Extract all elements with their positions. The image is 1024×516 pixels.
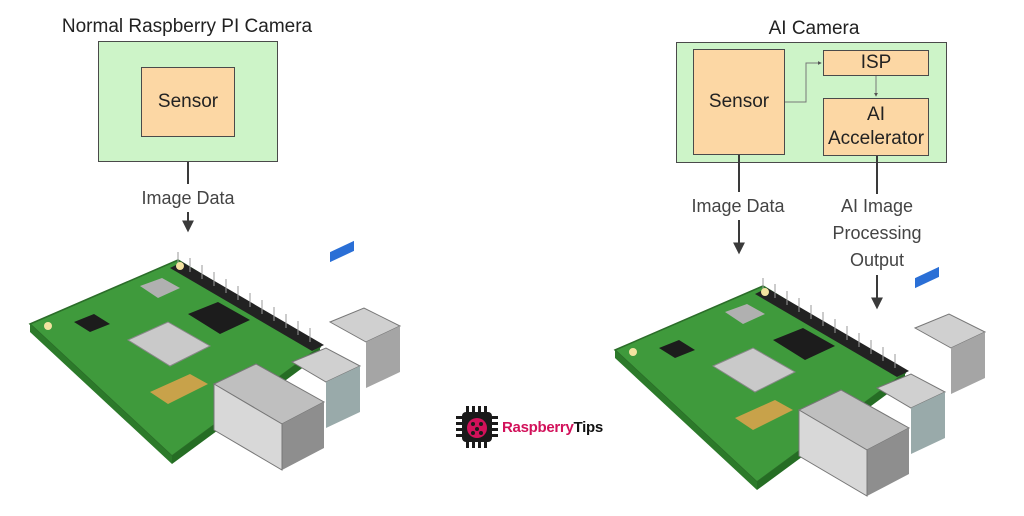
- raspberry-chip-icon: [456, 406, 498, 448]
- logo-text-tips: Tips: [573, 418, 604, 436]
- ai-accelerator-label: AI Accelerator: [827, 104, 925, 149]
- ai-output-line-3: Output: [849, 250, 905, 270]
- ai-output-line-2: Processing: [832, 223, 922, 243]
- sensor-to-isp-arrow: [785, 61, 822, 103]
- ai-sensor-label: Sensor: [708, 91, 770, 113]
- normal-sensor-box: Sensor: [141, 67, 235, 137]
- raspberry-pi-board-icon: [28, 240, 402, 471]
- ai-output-line-1: AI Image: [840, 196, 914, 216]
- normal-sensor-label: Sensor: [157, 91, 219, 113]
- left-camera-title: Normal Raspberry PI Camera: [61, 16, 313, 37]
- right-image-data-label: Image Data: [691, 196, 785, 216]
- isp-label: ISP: [860, 52, 892, 74]
- isp-box: ISP: [823, 50, 929, 76]
- left-image-data-label: Image Data: [141, 188, 235, 208]
- raspberry-pi-board-icon-ai: [613, 266, 987, 497]
- ai-camera-title: AI Camera: [768, 18, 860, 39]
- logo-text-raspberry: Raspberry: [502, 418, 574, 436]
- ai-sensor-box: Sensor: [693, 49, 785, 155]
- ai-accelerator-box: AI Accelerator: [823, 98, 929, 156]
- ai-output-label: AI Image Processing Output: [832, 193, 921, 274]
- raspberrytips-logo: RaspberryTips: [454, 404, 603, 450]
